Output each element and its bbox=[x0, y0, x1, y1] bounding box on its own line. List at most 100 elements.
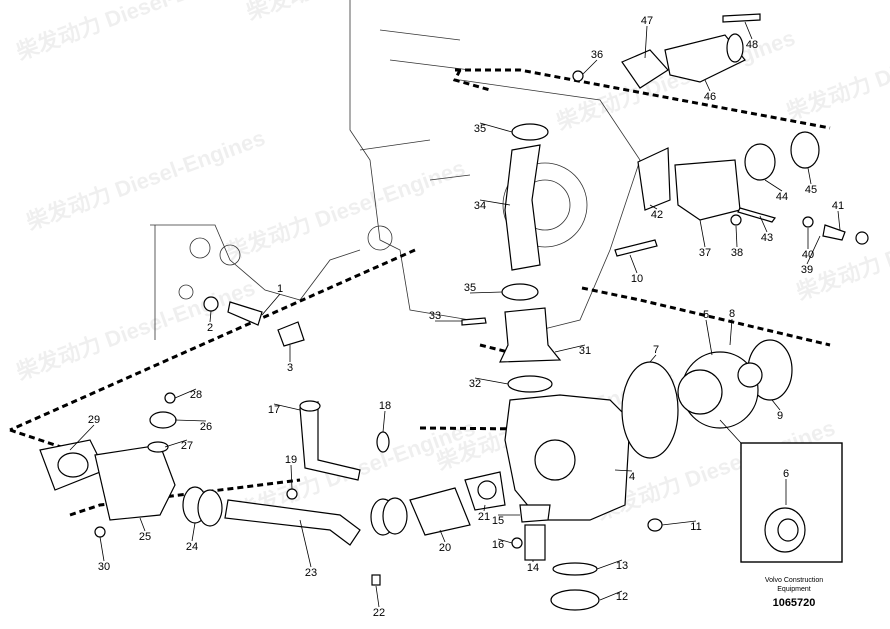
leader-line-48 bbox=[744, 21, 753, 40]
leader-line-18 bbox=[382, 410, 386, 433]
leader-line-35 bbox=[479, 122, 513, 133]
leader-line-27 bbox=[164, 439, 188, 448]
part-callout-23: 23 bbox=[305, 567, 317, 579]
part-callout-31: 31 bbox=[579, 345, 591, 357]
leader-line-36 bbox=[582, 59, 598, 75]
part-callout-3: 3 bbox=[287, 362, 293, 374]
part-callout-34: 34 bbox=[474, 200, 486, 212]
part-callout-5: 5 bbox=[703, 309, 709, 321]
part-callout-37: 37 bbox=[699, 247, 711, 259]
leader-line-23 bbox=[299, 519, 312, 568]
part-callout-42: 42 bbox=[651, 209, 663, 221]
leader-line-2 bbox=[209, 310, 212, 323]
part-callout-1: 1 bbox=[277, 283, 283, 295]
part-callout-46: 46 bbox=[704, 91, 716, 103]
leader-line-4 bbox=[614, 469, 633, 472]
part-callout-40: 40 bbox=[802, 249, 814, 261]
part-callout-48: 48 bbox=[746, 39, 758, 51]
part-callout-27: 27 bbox=[181, 440, 193, 452]
parts-shapes bbox=[39, 13, 869, 611]
leader-line-28 bbox=[174, 388, 197, 399]
leader-line-46 bbox=[704, 79, 711, 92]
watermark-text: 柴发动力 Diesel-Engines bbox=[552, 25, 798, 135]
watermark-text: 柴发动力 Diesel-Engines bbox=[782, 15, 890, 125]
part-callout-35: 35 bbox=[474, 123, 486, 135]
part-callout-22: 22 bbox=[373, 607, 385, 619]
watermark-text: 柴发动力 Diesel-Engines bbox=[222, 155, 468, 265]
part-callout-41: 41 bbox=[832, 200, 844, 212]
leader-line-9 bbox=[771, 399, 781, 411]
part-callout-6: 6 bbox=[783, 468, 789, 480]
part-callout-33: 33 bbox=[429, 310, 441, 322]
leader-line-5 bbox=[705, 319, 713, 356]
part-callout-39: 39 bbox=[801, 264, 813, 276]
watermark-text: 柴发动力 Diesel-Engines bbox=[22, 125, 268, 235]
part-callout-12: 12 bbox=[616, 591, 628, 603]
leader-line-24 bbox=[191, 522, 196, 542]
watermark-text: 柴发动力 Diesel-Engines bbox=[12, 0, 258, 65]
leader-line-32 bbox=[474, 377, 509, 385]
part-callout-28: 28 bbox=[190, 389, 202, 401]
leader-line-45 bbox=[807, 167, 812, 185]
part-callout-32: 32 bbox=[469, 378, 481, 390]
leader-line-13 bbox=[596, 559, 623, 570]
footer-company: Volvo Construction bbox=[764, 577, 824, 584]
part-callout-8: 8 bbox=[729, 308, 735, 320]
leader-line-12 bbox=[599, 590, 623, 601]
leader-line-31 bbox=[554, 344, 586, 353]
part-callout-2: 2 bbox=[207, 322, 213, 334]
leader-line-29 bbox=[69, 424, 95, 451]
part-callout-44: 44 bbox=[776, 191, 788, 203]
part-callout-21: 21 bbox=[478, 511, 490, 523]
leader-line-41 bbox=[837, 210, 841, 231]
callout-leader-lines bbox=[69, 21, 841, 608]
part-callout-15: 15 bbox=[492, 515, 504, 527]
watermark-text: 柴发动力 Diesel-Engines bbox=[12, 275, 258, 385]
part-callout-29: 29 bbox=[88, 414, 100, 426]
engine-block-outline bbox=[150, 0, 641, 340]
part-callout-45: 45 bbox=[805, 184, 817, 196]
leader-line-38 bbox=[735, 225, 738, 248]
drawing-footer: Volvo Construction Equipment 1065720 bbox=[742, 576, 846, 609]
part-callout-16: 16 bbox=[492, 539, 504, 551]
leader-line-22 bbox=[375, 585, 380, 608]
part-callout-18: 18 bbox=[379, 400, 391, 412]
watermark-text: 柴发动力 Diesel-Engines bbox=[242, 0, 488, 25]
leader-line-26 bbox=[174, 419, 207, 422]
part-callout-26: 26 bbox=[200, 421, 212, 433]
part-callout-20: 20 bbox=[439, 542, 451, 554]
part-callout-10: 10 bbox=[631, 273, 643, 285]
leader-line-7 bbox=[649, 354, 657, 363]
part-callout-25: 25 bbox=[139, 531, 151, 543]
leader-line-21 bbox=[483, 504, 486, 512]
part-callout-17: 17 bbox=[268, 404, 280, 416]
leader-line-8 bbox=[729, 318, 733, 346]
leader-line-37 bbox=[699, 219, 706, 248]
part-callout-35: 35 bbox=[464, 282, 476, 294]
leader-line-34 bbox=[479, 199, 511, 206]
drawing-number: 1065720 bbox=[772, 597, 816, 609]
part-callout-7: 7 bbox=[653, 344, 659, 356]
part-callout-11: 11 bbox=[690, 521, 701, 533]
leader-line-11 bbox=[661, 520, 697, 526]
leader-line-30 bbox=[99, 536, 105, 562]
part-callout-24: 24 bbox=[186, 541, 198, 553]
leader-line-39 bbox=[806, 235, 821, 265]
leader-line-44 bbox=[764, 179, 783, 192]
part-callout-4: 4 bbox=[629, 471, 635, 483]
leader-line-19 bbox=[290, 464, 293, 490]
leader-line-17 bbox=[273, 403, 301, 411]
leader-line-10 bbox=[629, 254, 638, 274]
leader-line-43 bbox=[759, 215, 768, 233]
part-callout-43: 43 bbox=[761, 232, 773, 244]
part-callout-13: 13 bbox=[616, 560, 628, 572]
part-callout-30: 30 bbox=[98, 561, 110, 573]
leader-line-25 bbox=[139, 517, 146, 532]
leader-line-16 bbox=[497, 538, 513, 544]
leader-line-47 bbox=[644, 25, 648, 59]
part-callout-19: 19 bbox=[285, 454, 297, 466]
footer-company-line2: Equipment bbox=[777, 586, 811, 593]
